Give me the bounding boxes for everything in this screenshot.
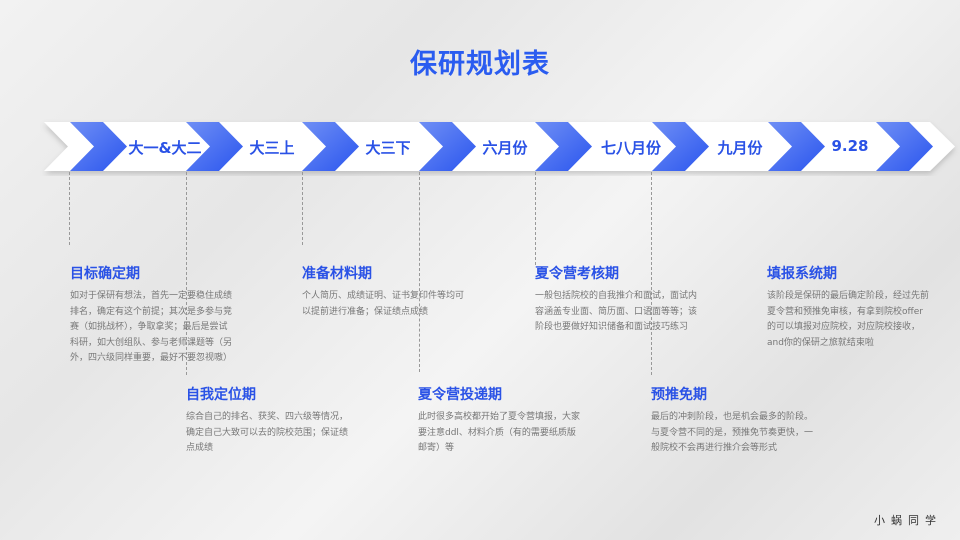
- phase-title: 自我定位期: [186, 387, 256, 403]
- phase-body: 该阶段是保研的最后确定阶段，经过先前夏令营和预推免审核，有拿到院校offer的可…: [767, 291, 930, 348]
- timeline-label: 大三上: [249, 139, 295, 157]
- phase-goal: 目标确定期如对于保研有想法，首先一定要稳住成绩排名，确定有这个前提；其次是多参与…: [70, 263, 232, 367]
- phase-title: 预推免期: [651, 387, 707, 403]
- timeline-label: 六月份: [482, 139, 528, 157]
- phase-summer-apply: 夏令营投递期此时很多高校都开始了夏令营填报，大家要注意ddl、材料介质（有的需要…: [418, 384, 580, 457]
- connector-line: [419, 172, 420, 372]
- chevron-icon: [652, 122, 709, 171]
- phase-self-position: 自我定位期综合自己的排名、获奖、四六级等情况，确定自己大致可以去的院校范围；保证…: [186, 384, 348, 457]
- phase-title: 夏令营考核期: [535, 266, 619, 282]
- chevron-icon: [186, 122, 243, 171]
- phase-materials: 准备材料期个人简历、成绩证明、证书复印件等均可以提前进行准备；保证绩点成绩: [302, 263, 464, 320]
- phase-body: 此时很多高校都开始了夏令营填报，大家要注意ddl、材料介质（有的需要纸质版邮寄）…: [418, 412, 581, 453]
- chevron-icon: [70, 122, 127, 171]
- phase-title: 填报系统期: [767, 266, 837, 282]
- chevron-icon: [302, 122, 359, 171]
- connector-line: [651, 172, 652, 375]
- phase-body: 个人简历、成绩证明、证书复印件等均可以提前进行准备；保证绩点成绩: [302, 291, 465, 317]
- phase-body: 如对于保研有想法，首先一定要稳住成绩排名，确定有这个前提；其次是多参与竞赛（如挑…: [70, 291, 233, 363]
- timeline-arrow: [44, 122, 955, 171]
- timeline-label: 9.28: [831, 137, 869, 155]
- timeline-label: 大三下: [365, 139, 411, 157]
- timeline-band: [44, 122, 955, 171]
- timeline-label: 七八月份: [600, 139, 661, 157]
- phase-summer-exam: 夏令营考核期一般包括院校的自我推介和面试，面试内容涵盖专业面、简历面、口语面等等…: [535, 263, 697, 336]
- timeline-label: 九月份: [717, 139, 763, 157]
- chevron-icon: [768, 122, 825, 171]
- phase-title: 夏令营投递期: [418, 387, 502, 403]
- connector-line: [69, 172, 70, 245]
- page-title: 保研规划表: [410, 49, 550, 80]
- chevron-icon: [419, 122, 476, 171]
- phase-body: 综合自己的排名、获奖、四六级等情况，确定自己大致可以去的院校范围；保证绩点成绩: [186, 412, 349, 453]
- timeline-label: 大一&大二: [128, 139, 202, 157]
- watermark: 小蜗同学: [874, 514, 942, 527]
- connector-line: [535, 172, 536, 265]
- chevron-icon: [535, 122, 592, 171]
- chevron-icon: [876, 122, 933, 171]
- phase-body: 最后的冲刺阶段，也是机会最多的阶段。与夏令营不同的是，预推免节奏更快，一般院校不…: [651, 412, 814, 453]
- phase-body: 一般包括院校的自我推介和面试，面试内容涵盖专业面、简历面、口语面等等；该阶段也要…: [535, 291, 698, 332]
- phase-title: 准备材料期: [302, 266, 372, 282]
- phase-title: 目标确定期: [70, 266, 140, 282]
- connector-line: [186, 172, 187, 375]
- phase-fill-system: 填报系统期该阶段是保研的最后确定阶段，经过先前夏令营和预推免审核，有拿到院校of…: [767, 263, 929, 351]
- phase-pre-recommend: 预推免期最后的冲刺阶段，也是机会最多的阶段。与夏令营不同的是，预推免节奏更快，一…: [651, 384, 813, 457]
- connector-line: [302, 172, 303, 245]
